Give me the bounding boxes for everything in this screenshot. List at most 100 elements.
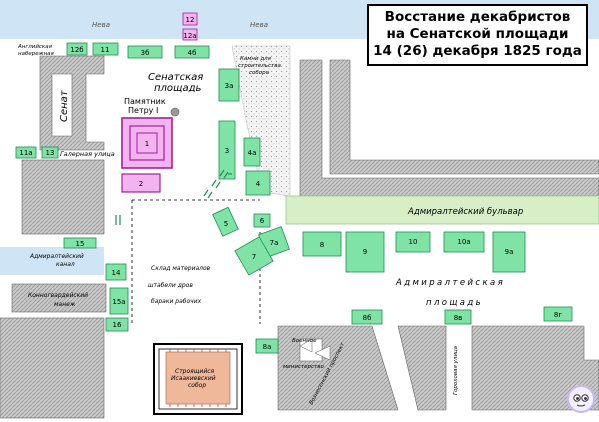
block-gorokhovaya [471, 325, 599, 411]
warehouse-line2: штабели дров [148, 282, 193, 289]
warehouse-outline [131, 199, 261, 324]
unit-label-4: 4 [256, 180, 261, 188]
unit-label-14: 14 [112, 269, 121, 277]
mascot-badge-icon [567, 385, 595, 413]
unit-block-15 [63, 237, 97, 249]
unit-label-12: 12 [186, 16, 195, 24]
cathedral-line1: Строящийся [175, 368, 215, 375]
stones-line3: собора [249, 70, 270, 76]
unit-block-8g [543, 306, 573, 322]
admiralty-canal-line1: Адмиралтейский [29, 253, 84, 260]
artillery-marks [115, 169, 232, 225]
neva-left-label: Нева [92, 21, 110, 29]
unit-block-6 [253, 213, 271, 228]
unit-block-9a [492, 231, 526, 273]
unit-label-3a: 3а [225, 82, 234, 90]
unit-label-1: 1 [145, 140, 149, 148]
unit-label-12b: 12б [70, 46, 83, 54]
admiralty-canal-line2: канал [56, 261, 75, 268]
unit-label-2: 2 [139, 180, 143, 188]
galernaya-buildings [21, 159, 105, 235]
anglijskaya-line1: Английская [17, 44, 53, 50]
unit-block-11 [92, 42, 119, 56]
unit-block-14 [105, 263, 127, 281]
unit-label-9: 9 [363, 248, 367, 256]
map-title-box: Восстание декабристов на Сенатской площа… [367, 4, 588, 66]
unit-block-1-inner [136, 132, 158, 154]
southwest-buildings [0, 317, 105, 419]
unit-blocks-green [15, 42, 573, 354]
cathedral-site-inner [158, 348, 238, 410]
unit-label-9a: 9а [505, 248, 514, 256]
war-ministry-line1: Военное [292, 338, 317, 344]
unit-label-8b: 8б [363, 314, 372, 322]
title-line-3: 14 (26) декабря 1825 года [373, 43, 582, 59]
unit-block-8v [444, 309, 472, 325]
unit-block-12a [182, 28, 198, 41]
unit-label-6: 6 [260, 217, 265, 225]
unit-block-3b [127, 45, 163, 59]
war-ministry-courtyard-lines [299, 338, 331, 361]
senate-building [39, 55, 105, 151]
unit-label-8g: 8г [554, 311, 562, 319]
unit-label-15a: 15а [112, 298, 125, 306]
admiralty-square-line2: площадь [426, 298, 483, 308]
unit-block-11a [15, 146, 37, 159]
unit-label-8v: 8в [454, 314, 463, 322]
monument-peter-icon [170, 107, 180, 117]
unit-label-8: 8 [320, 241, 324, 249]
unit-block-8 [302, 231, 342, 257]
admiralty-canal [0, 247, 104, 275]
title-line-1: Восстание декабристов [384, 9, 571, 25]
war-ministry-line2: министерство [283, 364, 324, 370]
unit-block-4a [243, 137, 261, 167]
unit-numbers: 12 12а 11 12б 3б 4б 3а 1 2 3 4а 4 11а 13… [19, 16, 562, 351]
unit-label-3: 3 [225, 147, 229, 155]
senate-square-line2: площадь [154, 83, 202, 94]
unit-block-12 [182, 12, 198, 26]
monument-line1: Памятник [124, 97, 166, 106]
unit-block-16 [105, 317, 129, 332]
unit-block-4b [174, 45, 210, 59]
galernaya-label: Галерная улица [60, 150, 115, 158]
unit-block-4 [245, 170, 271, 196]
unit-block-7 [234, 236, 274, 276]
senate-label: Сенат [59, 89, 70, 122]
unit-label-15: 15 [76, 240, 85, 248]
title-line-2: на Сенатской площади [386, 26, 569, 42]
unit-label-8a: 8а [263, 343, 272, 351]
admiralty-square-line1: Адмиралтейская [395, 278, 505, 288]
cathedral-building [165, 351, 231, 405]
horse-guards-manege [11, 283, 107, 313]
gorokhovaya-label: Гороховая улица [453, 345, 459, 395]
unit-label-16: 16 [113, 321, 122, 329]
unit-block-3 [218, 120, 236, 180]
unit-label-4b: 4б [188, 49, 197, 57]
warehouse-line1: Склад материалов [151, 265, 211, 272]
stones-line1: Камни для [240, 56, 272, 62]
horse-guards-line1: Конногвардейский [28, 292, 88, 299]
unit-label-10a: 10а [457, 238, 470, 246]
unit-block-15a [109, 287, 129, 315]
unit-label-12a: 12а [183, 32, 196, 40]
unit-block-8a [255, 338, 279, 354]
unit-label-5: 5 [224, 220, 228, 228]
stones-line2: строительства [238, 63, 281, 69]
unit-label-13: 13 [46, 149, 55, 157]
warehouse-line3: бараки рабочих [151, 298, 202, 305]
monument-line2: Петру I [128, 106, 158, 115]
unit-block-3a [218, 68, 240, 102]
admiralty-boulevard [285, 195, 599, 225]
unit-block-12b [66, 42, 88, 56]
horse-guards-line2: манеж [54, 301, 76, 308]
unit-label-10: 10 [409, 238, 418, 246]
cathedral-scaffolding [169, 349, 227, 407]
unit-block-8b [351, 309, 383, 325]
cathedral-stones-area [231, 45, 291, 197]
admiralty-boulevard-label: Адмиралтейский бульвар [407, 207, 523, 217]
unit-block-5 [212, 206, 239, 237]
unit-block-2 [121, 173, 161, 193]
senate-square-line1: Сенатская [148, 72, 203, 83]
